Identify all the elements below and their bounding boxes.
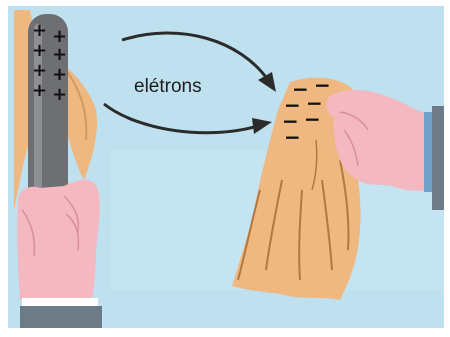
- plus-sign: +: [52, 64, 67, 85]
- plus-sign: +: [52, 84, 67, 105]
- plus-sign: +: [32, 80, 47, 101]
- left-hand: [17, 180, 100, 300]
- arrow-label: elétrons: [134, 76, 202, 97]
- right-sleeve: [432, 106, 444, 210]
- plus-sign: +: [52, 44, 67, 65]
- left-sleeve: [20, 306, 102, 328]
- minus-sign: −: [304, 107, 321, 131]
- plus-sign: +: [32, 20, 47, 41]
- right-cuff: [424, 112, 432, 192]
- minus-sign: −: [284, 125, 301, 149]
- left-cuff: [22, 298, 98, 306]
- plus-sign: +: [32, 40, 47, 61]
- plus-sign: +: [32, 60, 47, 81]
